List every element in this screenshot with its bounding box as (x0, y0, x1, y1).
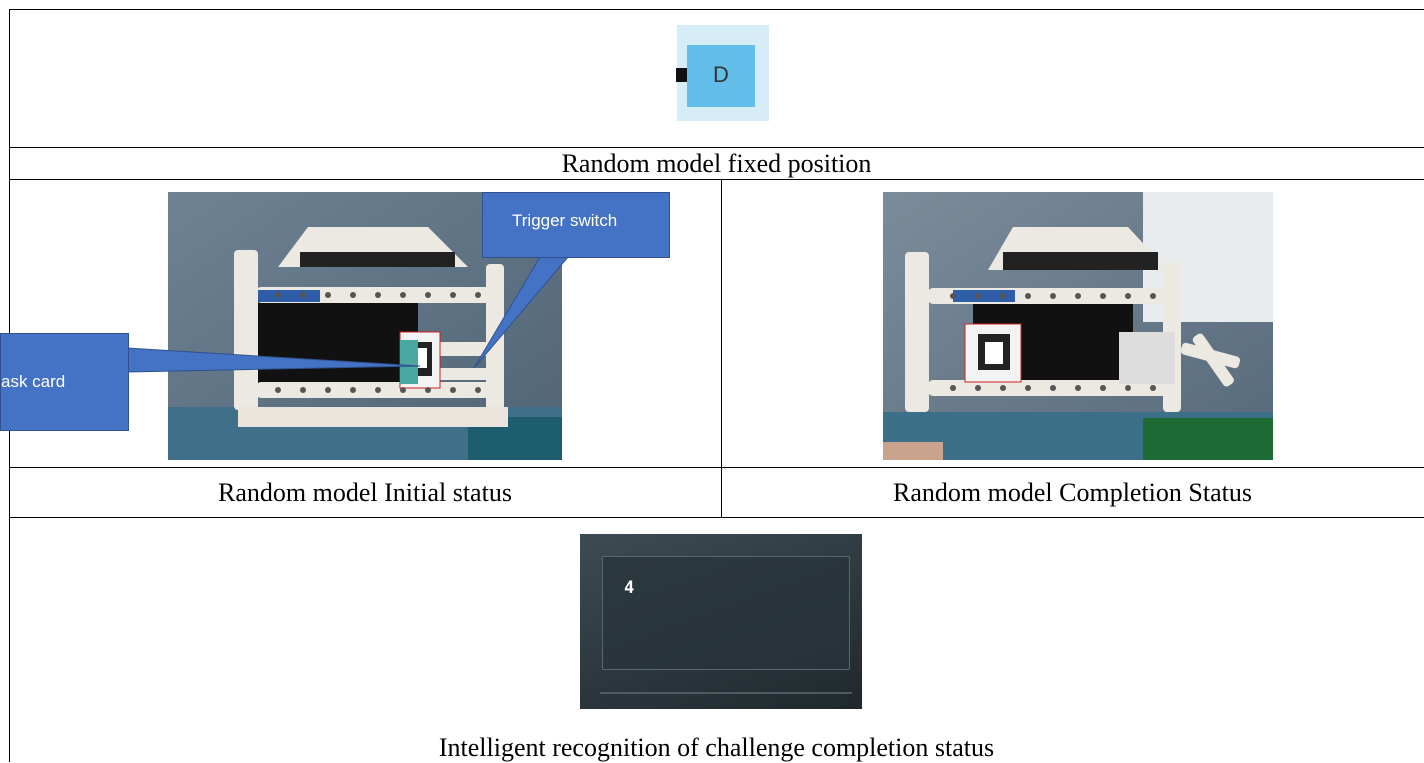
caption-completion-status: Random model Completion Status (893, 478, 1252, 507)
callout-trigger-switch-label: Trigger switch (512, 211, 618, 230)
photo-recognition-screen: 4 (580, 534, 862, 709)
screen-bottom-bar (600, 692, 852, 694)
screen-display-area (602, 556, 850, 670)
table-column-divider (721, 179, 722, 517)
table-divider-1 (9, 147, 1424, 148)
table-divider-2 (9, 179, 1424, 180)
caption-fixed-position: Random model fixed position (561, 149, 872, 178)
table-border-top (9, 9, 1424, 10)
lego-model-completion-illustration (883, 192, 1273, 460)
table-divider-4 (9, 517, 1424, 518)
caption-intelligent-recognition: Intelligent recognition of challenge com… (438, 733, 995, 762)
position-marker-box (687, 45, 755, 107)
photo-completion-status (883, 192, 1273, 460)
table-divider-3 (9, 467, 1424, 468)
caption-initial-status: Random model Initial status (218, 478, 512, 507)
callout-task-card: ask card (0, 333, 129, 431)
callout-trigger-switch: Trigger switch (482, 192, 670, 258)
position-marker-letter: D (713, 62, 729, 87)
screen-display-number: 4 (624, 578, 635, 598)
callout-task-card-label: ask card (1, 372, 66, 391)
position-marker-stub (676, 68, 687, 82)
